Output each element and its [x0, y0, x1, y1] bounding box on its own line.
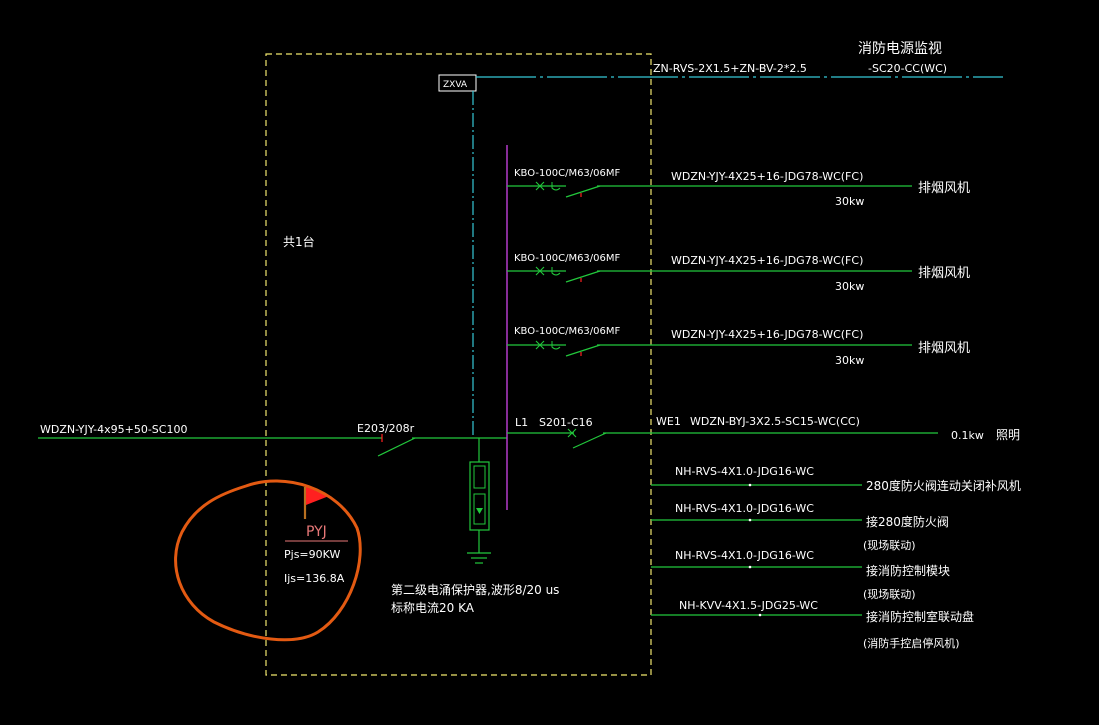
control-dot [748, 483, 752, 487]
spd-box-inner-bottom [473, 493, 486, 525]
lighting-circuit: L1 S201-C16 WE1 WDZN-BYJ-3X2.5-SC15-WC(C… [507, 415, 1020, 449]
hand-drawn-circle [174, 479, 362, 642]
control-cable-label: NH-KVV-4X1.5-JDG25-WC [679, 599, 818, 612]
lighting-circuit-id: WE1 [656, 415, 681, 428]
feeder-load-label: 排烟风机 [918, 266, 970, 281]
spd-label-line1: 第二级电涌保护器,波形8/20 us [391, 583, 559, 597]
monitor-cable-label: ZN-RVS-2X1.5+ZN-BV-2*2.5 [653, 62, 807, 75]
control-target-line2: (消防手控启停风机) [863, 636, 960, 650]
feeder-blade [565, 185, 601, 198]
feeder-1: KBO-100C/M63/06MF WDZN-YJY-4X25+16-JDG78… [507, 168, 970, 208]
lighting-cable-label: WDZN-BYJ-3X2.5-SC15-WC(CC) [690, 415, 860, 428]
feeder-breaker-label: KBO-100C/M63/06MF [514, 326, 621, 337]
main-breaker-blade [377, 437, 416, 457]
breaker-coil-icon [551, 341, 561, 350]
feeder-cable-label: WDZN-YJY-4X25+16-JDG78-WC(FC) [671, 254, 863, 267]
spd-label-line2: 标称电流20 KA [391, 601, 475, 615]
pyj-annotation: PYJ Pjs=90KW Ijs=136.8A [174, 479, 362, 642]
control-target-line1: 280度防火阀连动关闭补风机 [866, 478, 1021, 493]
main-breaker-label: E203/208r [357, 422, 415, 435]
control-dot [748, 518, 752, 522]
lighting-blade [572, 432, 607, 449]
feeder-blade [565, 344, 601, 357]
breaker-x-icon [535, 181, 545, 191]
control-dot [758, 613, 762, 617]
pyj-tag: PYJ [306, 524, 327, 540]
feeder-breaker-label: KBO-100C/M63/06MF [514, 253, 621, 264]
control-line-3: NH-RVS-4X1.0-JDG16-WC 接消防控制模块 (现场联动) [651, 549, 950, 601]
spd-box-inner-top [473, 465, 486, 489]
lighting-breaker-label: S201-C16 [539, 416, 593, 429]
control-target-line1: 接消防控制模块 [866, 563, 950, 578]
feeder-blade [565, 270, 601, 283]
control-line-1: NH-RVS-4X1.0-JDG16-WC 280度防火阀连动关闭补风机 [651, 465, 1021, 493]
control-cable-label: NH-RVS-4X1.0-JDG16-WC [675, 549, 814, 562]
lighting-load-label: 照明 [996, 428, 1020, 442]
spd-box-outer [469, 461, 490, 531]
pjs-label: Pjs=90KW [284, 548, 340, 561]
monitor-title: 消防电源监视 [858, 41, 942, 57]
control-cable-label: NH-RVS-4X1.0-JDG16-WC [675, 465, 814, 478]
control-target-line1: 接280度防火阀 [866, 514, 949, 529]
feeder-power-label: 30kw [835, 195, 864, 208]
breaker-coil-icon [551, 267, 561, 276]
feeder-load-label: 排烟风机 [918, 181, 970, 196]
flag-icon [306, 487, 329, 505]
control-line-2: NH-RVS-4X1.0-JDG16-WC 接280度防火阀 (现场联动) [651, 502, 949, 552]
feeder-load-label: 排烟风机 [918, 341, 970, 356]
control-dot [748, 565, 752, 569]
feeder-breaker-label: KBO-100C/M63/06MF [514, 168, 621, 179]
control-target-line2: (现场联动) [863, 587, 916, 601]
feeder-2: KBO-100C/M63/06MF WDZN-YJY-4X25+16-JDG78… [507, 253, 970, 293]
feeder-cable-label: WDZN-YJY-4X25+16-JDG78-WC(FC) [671, 328, 863, 341]
monitor-conduit-label: -SC20-CC(WC) [868, 62, 947, 75]
control-cable-label: NH-RVS-4X1.0-JDG16-WC [675, 502, 814, 515]
zxva-box [438, 74, 477, 92]
lighting-power-label: 0.1kw [951, 429, 984, 442]
spd-arrow-icon [476, 508, 483, 514]
feeder-3: KBO-100C/M63/06MF WDZN-YJY-4X25+16-JDG78… [507, 326, 970, 367]
breaker-coil-icon [551, 182, 561, 191]
breaker-x-icon [535, 340, 545, 350]
panel-count-label: 共1台 [283, 234, 315, 249]
incoming-cable-label: WDZN-YJY-4x95+50-SC100 [40, 423, 187, 436]
control-target-line1: 接消防控制室联动盘 [866, 609, 974, 624]
feeder-cable-label: WDZN-YJY-4X25+16-JDG78-WC(FC) [671, 170, 863, 183]
control-line-4: NH-KVV-4X1.5-JDG25-WC 接消防控制室联动盘 (消防手控启停风… [651, 599, 974, 650]
control-target-line2: (现场联动) [863, 538, 916, 552]
panel-boundary [265, 53, 652, 676]
ijs-label: Ijs=136.8A [284, 572, 345, 585]
breaker-x-icon [567, 428, 577, 438]
zxva-label: ZXVA [443, 80, 468, 90]
feeder-power-label: 30kw [835, 354, 864, 367]
lighting-phase-label: L1 [515, 416, 528, 429]
breaker-x-icon [535, 266, 545, 276]
feeder-power-label: 30kw [835, 280, 864, 293]
